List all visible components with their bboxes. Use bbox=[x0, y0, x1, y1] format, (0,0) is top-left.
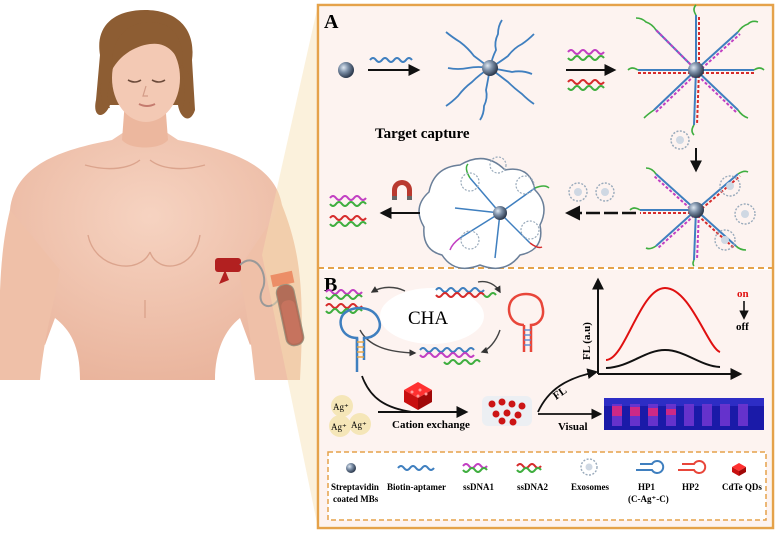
hp2-hairpin bbox=[507, 292, 545, 352]
released-ssdna1-tail bbox=[329, 201, 367, 207]
legend-label-exosomes: Exosomes bbox=[571, 482, 609, 492]
off-label: off bbox=[736, 321, 749, 333]
fl-branch-arrow bbox=[537, 368, 599, 413]
ag-ion-1: Ag⁺ bbox=[333, 402, 349, 412]
legend-label-ssdna1: ssDNA1 bbox=[463, 482, 495, 492]
target-capture-caption: Target capture bbox=[375, 126, 470, 142]
fl-curve-on bbox=[605, 286, 721, 361]
cycle-arrow-top-right bbox=[477, 280, 501, 294]
released-ssdna2-tail bbox=[329, 221, 367, 227]
legend-exosome-icon bbox=[580, 458, 598, 476]
legend-label-hp1: HP1 bbox=[638, 482, 655, 492]
silver-ions: Ag⁺ Ag⁺ Ag⁺ bbox=[329, 395, 371, 437]
exosome-icon bbox=[670, 130, 690, 150]
ssdna1-green-tail bbox=[567, 55, 605, 61]
input-ssdna1 bbox=[325, 289, 363, 295]
visual-branch-label: Visual bbox=[558, 421, 588, 433]
cycle-arrow-bottom-left bbox=[359, 329, 417, 357]
ssdna1-strand bbox=[567, 49, 605, 55]
input-ssdna2-tail bbox=[325, 308, 363, 314]
fl-axis-label: FL (a.u) bbox=[581, 322, 593, 360]
aggregate-complex bbox=[418, 156, 550, 270]
legend-label-hp2: HP2 bbox=[682, 482, 699, 492]
legend-aptamer-icon bbox=[397, 465, 435, 471]
legend-label-mb: Streptavidin bbox=[331, 482, 379, 492]
legend-hp2-icon bbox=[678, 460, 707, 474]
cha-label: CHA bbox=[408, 308, 448, 329]
aptamer-strand-icon bbox=[369, 57, 413, 63]
free-exosomes bbox=[568, 182, 615, 202]
legend-icons bbox=[346, 458, 746, 476]
magnet-icon bbox=[392, 180, 412, 200]
panel-b-label: B bbox=[324, 274, 337, 296]
legend-label-qd: CdTe QDs bbox=[722, 482, 762, 492]
cation-exchange-label: Cation exchange bbox=[392, 419, 470, 431]
released-ssdna2 bbox=[329, 215, 367, 221]
legend-label-ssdna2: ssDNA2 bbox=[517, 482, 549, 492]
legend-label-aptamer: Biotin-aptamer bbox=[387, 482, 446, 492]
cha-cloud bbox=[380, 288, 484, 344]
hybridized-bead-complex bbox=[627, 4, 765, 136]
bead-aptamer-complex bbox=[445, 19, 535, 121]
zoom-wedge bbox=[262, 5, 318, 528]
legend-mb-icon bbox=[346, 463, 356, 473]
exosome-bound-complex bbox=[629, 167, 756, 267]
visual-result-strip bbox=[604, 398, 764, 430]
cycle-arrow-top-left bbox=[370, 286, 406, 293]
input-ssdna2 bbox=[325, 303, 363, 309]
ag-ion-2: Ag⁺ bbox=[331, 422, 347, 432]
blood-collection bbox=[215, 258, 305, 347]
fl-curve-off bbox=[605, 348, 721, 369]
legend-qd-icon bbox=[732, 463, 746, 476]
ssdna2-strand bbox=[567, 79, 605, 85]
cdte-qd-cluster bbox=[404, 382, 432, 410]
mb-bead-icon bbox=[338, 62, 354, 78]
duplex-bottom bbox=[419, 347, 481, 365]
legend-label-mb-2: coated MBs bbox=[333, 494, 379, 504]
ag-nanoparticles bbox=[482, 396, 532, 426]
released-ssdna1 bbox=[329, 195, 367, 201]
hp1-to-exchange-arrow bbox=[361, 375, 413, 413]
human-illustration bbox=[0, 10, 305, 533]
legend-label-hp1-2: (C-Ag⁺-C) bbox=[628, 494, 669, 504]
panel-a-label: A bbox=[324, 11, 339, 33]
on-label: on bbox=[737, 288, 749, 300]
duplex-top bbox=[435, 287, 497, 298]
legend-hp1-icon bbox=[636, 460, 665, 474]
legend-labels: Streptavidin coated MBs Biotin-aptamer s… bbox=[331, 482, 762, 504]
ag-ion-3: Ag⁺ bbox=[351, 420, 367, 430]
cycle-arrow-bottom-right bbox=[480, 329, 501, 354]
hp1-hairpin bbox=[339, 306, 381, 372]
ssdna2-green-tail bbox=[567, 85, 605, 91]
fluorescence-plot: FL (a.u) on off bbox=[581, 277, 749, 380]
input-ssdna1-tail bbox=[325, 294, 363, 300]
